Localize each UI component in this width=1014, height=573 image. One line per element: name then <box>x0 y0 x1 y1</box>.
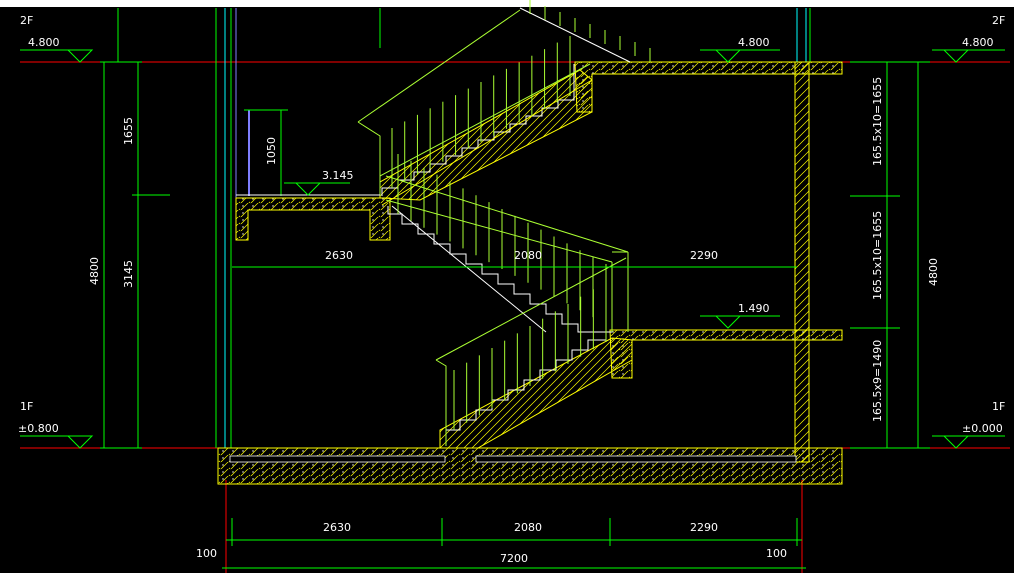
lower-flight-concrete <box>439 337 633 449</box>
dim-left-overall: 4800 <box>88 257 101 285</box>
top-strip <box>0 0 1014 7</box>
balusters <box>391 0 651 430</box>
railings <box>357 9 629 446</box>
elev-mid-landing-left: 3.145 <box>322 169 354 182</box>
elev-1f-left: ±0.800 <box>18 422 59 435</box>
dim-right-flight-top: 165.5x10=1655 <box>871 77 884 166</box>
label-2f-left: 2F <box>20 14 33 27</box>
right-wall <box>796 8 811 62</box>
diagonal-line-1 <box>391 205 547 333</box>
dim-left-upper: 1655 <box>122 117 135 145</box>
left-wall <box>215 8 237 448</box>
middle-flight-steps <box>387 206 612 333</box>
dim-right-flight-bottom: 165.5x9=1490 <box>871 340 884 422</box>
elev-mid-landing-right: 1.490 <box>738 302 770 315</box>
elevation-markers <box>20 49 1005 449</box>
dim-right-flight-mid: 165.5x10=1655 <box>871 211 884 300</box>
label-1f-right: 1F <box>992 400 1005 413</box>
elev-top-landing: 4.800 <box>738 36 770 49</box>
mid-landing-slab-left <box>235 197 391 241</box>
elev-2f-left: 4.800 <box>28 36 60 49</box>
elev-1f-right: ±0.000 <box>962 422 1003 435</box>
dim-mid-a: 2630 <box>325 249 353 262</box>
dim-rail-height: 1050 <box>265 137 278 165</box>
bottom-dimension-lines <box>222 518 806 569</box>
right-dimension-lines <box>850 61 930 449</box>
dim-left-lower: 3145 <box>122 260 135 288</box>
left-dimension-lines <box>100 8 381 449</box>
flight-soffit <box>381 79 593 206</box>
ground-slab <box>217 447 843 485</box>
dim-total: 7200 <box>500 552 528 565</box>
elev-2f-right: 4.800 <box>962 36 994 49</box>
diagonal-line-2 <box>519 7 631 63</box>
dim-mid-b: 2080 <box>514 249 542 262</box>
dim-mid-c: 2290 <box>690 249 718 262</box>
dim-left-offset: 100 <box>196 547 217 560</box>
dim-bottom-c: 2290 <box>690 521 718 534</box>
lower-flight-steps <box>445 339 606 446</box>
label-2f-right: 2F <box>992 14 1005 27</box>
label-1f-left: 1F <box>20 400 33 413</box>
right-column <box>794 61 810 463</box>
dim-bottom-b: 2080 <box>514 521 542 534</box>
dim-right-overall: 4800 <box>927 258 940 286</box>
dim-bottom-a: 2630 <box>323 521 351 534</box>
dim-right-offset: 100 <box>766 547 787 560</box>
